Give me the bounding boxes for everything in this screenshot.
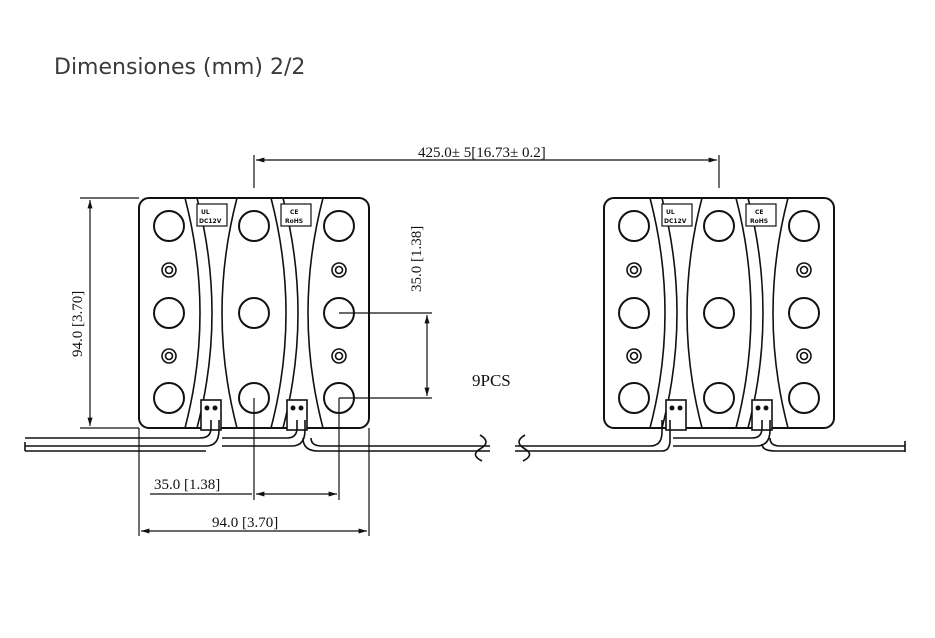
ce-mark-right: CE — [755, 209, 764, 216]
width-label: 94.0 [3.70] — [212, 515, 278, 531]
vertical-pitch-dimension — [339, 312, 432, 399]
rohs-mark: RoHS — [285, 218, 303, 225]
voltage-mark: DC12V — [199, 218, 222, 225]
ul-mark-right: UL — [666, 209, 675, 216]
rohs-mark-right: RoHS — [750, 218, 768, 225]
spacing-label: 425.0± 5[16.73± 0.2] — [418, 145, 546, 161]
count-label: 9PCS — [472, 371, 511, 390]
horizontal-pitch-dimension — [150, 398, 340, 500]
wires — [24, 420, 906, 462]
ce-mark: CE — [290, 209, 299, 216]
height-dimension — [80, 197, 139, 429]
ul-mark: UL — [201, 209, 210, 216]
led-module-left: UL DC12V CE RoHS — [138, 197, 370, 431]
height-label: 94.0 [3.70] — [70, 291, 86, 357]
width-dimension — [138, 428, 370, 536]
voltage-mark-right: DC12V — [664, 218, 687, 225]
page-title: Dimensiones (mm) 2/2 — [54, 55, 306, 80]
led-module-right: UL DC12V CE RoHS — [603, 197, 835, 431]
vertical-pitch-label: 35.0 [1.38] — [409, 226, 425, 292]
spacing-dimension — [253, 155, 720, 188]
horizontal-pitch-label: 35.0 [1.38] — [154, 477, 220, 493]
